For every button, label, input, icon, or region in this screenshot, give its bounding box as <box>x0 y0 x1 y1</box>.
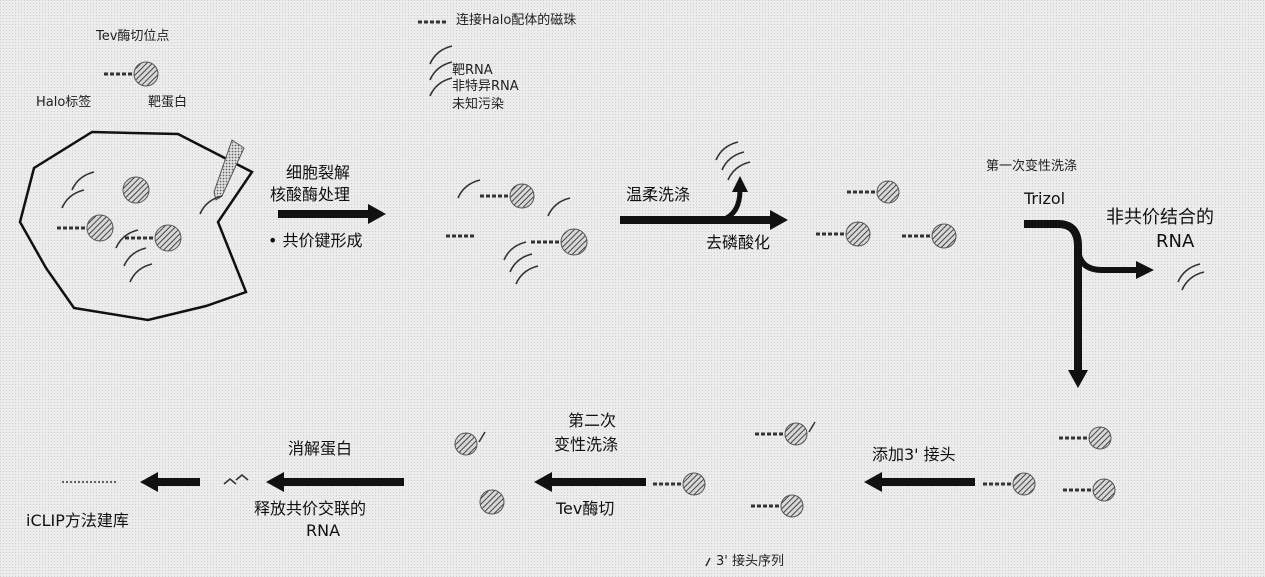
arrowhead-gentle-wash <box>770 210 788 230</box>
adapter-sequence <box>808 421 816 433</box>
cell-outline <box>18 130 254 322</box>
step-trizol: Trizol <box>1024 189 1066 208</box>
arrowhead-library <box>140 472 158 492</box>
target-protein <box>931 223 957 249</box>
rna-strand <box>727 161 751 181</box>
arrowhead-branch-noncovalent <box>1136 261 1154 279</box>
rna-strand <box>1177 263 1201 283</box>
legend-nonspecific-rna: 非特异RNA <box>452 79 519 94</box>
target-protein <box>509 183 535 209</box>
adapter-sequence <box>478 431 486 443</box>
target-protein <box>1092 478 1116 502</box>
step-noncovalent-rna-line1: 非共价结合的 <box>1106 207 1214 228</box>
legend-halo-tag: Halo标签 <box>36 95 92 110</box>
step-tev-cleave: Tev酶切 <box>556 499 615 518</box>
step-release-line2: RNA <box>306 521 341 540</box>
rna-strand <box>223 477 237 485</box>
pipette-icon <box>213 139 245 201</box>
target-protein <box>133 61 159 87</box>
step-lysis-line1: 细胞裂解 <box>286 163 351 182</box>
rna-strand <box>515 265 539 285</box>
step-noncovalent-rna-line2: RNA <box>1156 231 1195 252</box>
target-protein <box>86 214 114 242</box>
rna-strand <box>129 263 153 283</box>
legend-adapter-glyph <box>705 557 711 567</box>
rna-strand <box>429 61 453 81</box>
rna-strand <box>715 141 739 161</box>
rna-strand <box>71 171 95 191</box>
target-protein <box>1012 472 1036 496</box>
target-protein <box>682 472 706 496</box>
step-first-denaturing-wash: 第一次变性洗涤 <box>986 159 1078 174</box>
rna-strand <box>547 197 571 217</box>
rna-strand <box>123 247 147 267</box>
rna-strand <box>457 179 481 199</box>
step-covalent-bond: • 共价键形成 <box>268 231 363 250</box>
arrowhead-lysis <box>368 204 386 224</box>
arrow-branch-wash <box>721 189 743 223</box>
target-protein <box>1088 426 1112 450</box>
target-protein <box>845 221 871 247</box>
rna-strand <box>429 45 453 65</box>
protein-complexes <box>57 61 1116 518</box>
target-protein <box>479 489 505 515</box>
target-protein <box>454 432 478 456</box>
step-add-adapter: 添加3' 接头 <box>872 445 956 464</box>
arrowhead-trizol <box>1068 370 1088 388</box>
step-gentle-wash: 温柔洗涤 <box>626 185 691 204</box>
step-dephosphorylation: 去磷酸化 <box>706 233 771 252</box>
rna-strands <box>61 45 1205 485</box>
target-protein <box>784 422 808 446</box>
arrowhead-add-adapter <box>864 472 882 492</box>
step-second-wash-line2: 变性洗涤 <box>554 435 619 454</box>
step-release-line1: 释放共价交联的 <box>254 499 367 518</box>
rna-strand <box>115 229 139 249</box>
rna-strand <box>199 195 223 215</box>
rna-strand <box>503 241 527 261</box>
step-digest-protein: 消解蛋白 <box>288 439 353 458</box>
arrow-trizol <box>1024 220 1082 372</box>
rna-strand <box>235 473 249 481</box>
step-second-wash-line1: 第二次 <box>568 411 617 430</box>
legend-unknown-contaminant: 未知污染 <box>452 97 505 112</box>
rna-strand <box>61 189 85 209</box>
step-iclip-library: iCLIP方法建库 <box>26 511 129 530</box>
rna-strand <box>509 253 533 273</box>
target-protein <box>122 176 150 204</box>
legend-target-protein: 靶蛋白 <box>148 95 188 110</box>
legend-tev-site: Tev酶切位点 <box>96 29 170 44</box>
legend-bead-linker: 连接Halo配体的磁珠 <box>456 13 577 28</box>
target-protein <box>876 180 900 204</box>
arrowhead-second-wash <box>534 472 552 492</box>
rna-strand <box>721 151 745 171</box>
target-protein <box>560 228 588 256</box>
legend-adapter-sequence: 3' 接头序列 <box>716 554 784 569</box>
arrow-branch-noncovalent <box>1075 249 1138 273</box>
target-protein <box>154 224 182 252</box>
step-lysis-line2: 核酸酶处理 <box>270 185 351 204</box>
arrowhead-branch-wash <box>732 176 748 192</box>
target-protein <box>780 494 804 518</box>
legend-target-rna: 靶RNA <box>452 63 493 78</box>
rna-strand <box>429 77 453 97</box>
step-arrows <box>140 176 1154 492</box>
arrowhead-digest <box>266 472 284 492</box>
rna-strand <box>1181 271 1205 291</box>
